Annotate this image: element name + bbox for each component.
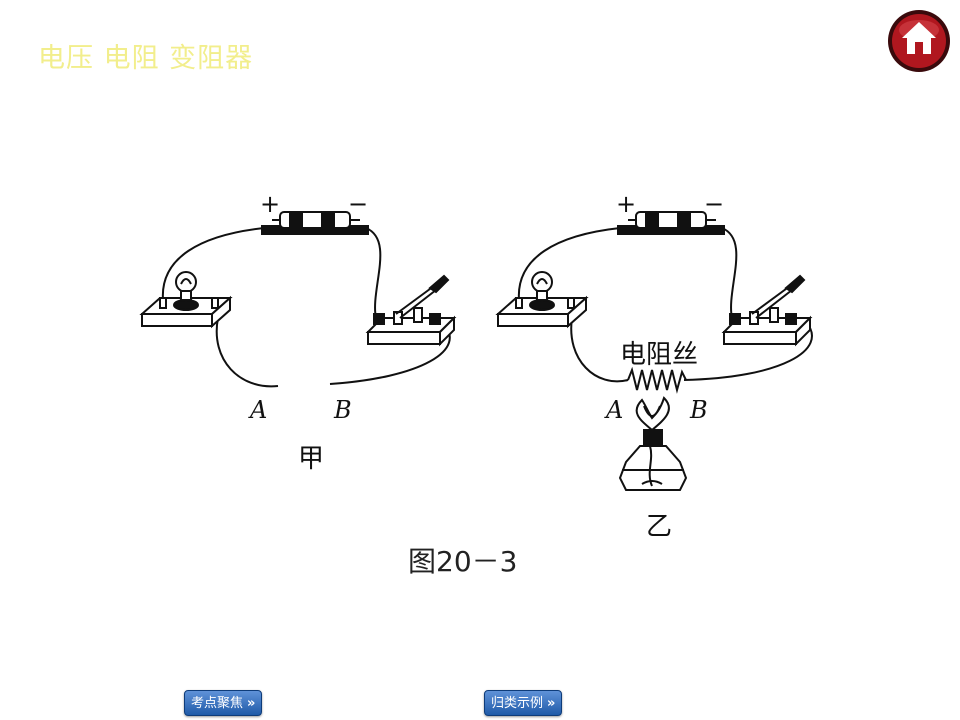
home-icon bbox=[886, 8, 952, 74]
right-circuit bbox=[495, 211, 813, 491]
left-point-b: B bbox=[334, 396, 352, 424]
left-plus-sign: + bbox=[260, 190, 281, 218]
lamp-board-right bbox=[495, 271, 589, 329]
exam-points-label: 考点聚焦 bbox=[191, 696, 244, 711]
alcohol-lamp bbox=[618, 396, 688, 491]
switch-board-left bbox=[365, 274, 457, 347]
left-circuit bbox=[139, 211, 457, 388]
right-point-b: B bbox=[690, 396, 708, 424]
examples-label: 归类示例 bbox=[491, 696, 544, 711]
resistance-wire-label: 电阻丝 bbox=[620, 340, 699, 370]
right-plus-sign: + bbox=[616, 190, 637, 218]
left-circuit-label: 甲 bbox=[298, 444, 325, 474]
lamp-board-left bbox=[139, 271, 233, 329]
right-circuit-label: 乙 bbox=[646, 512, 673, 542]
home-button[interactable] bbox=[886, 8, 952, 74]
figure-caption: 图20－3 bbox=[408, 545, 518, 578]
right-point-a: A bbox=[606, 396, 624, 424]
switch-board-right bbox=[721, 274, 813, 347]
page-title: 电压 电阻 变阻器 bbox=[38, 43, 254, 74]
exam-points-button[interactable]: 考点聚焦» bbox=[184, 690, 263, 716]
resistance-wire bbox=[627, 366, 687, 394]
chevron-right-icon: » bbox=[547, 696, 556, 711]
right-minus-sign: − bbox=[704, 190, 725, 218]
left-point-a: A bbox=[250, 396, 268, 424]
left-minus-sign: − bbox=[348, 190, 369, 218]
battery-right bbox=[617, 211, 725, 235]
examples-button[interactable]: 归类示例» bbox=[484, 690, 563, 716]
chevron-right-icon: » bbox=[247, 696, 256, 711]
